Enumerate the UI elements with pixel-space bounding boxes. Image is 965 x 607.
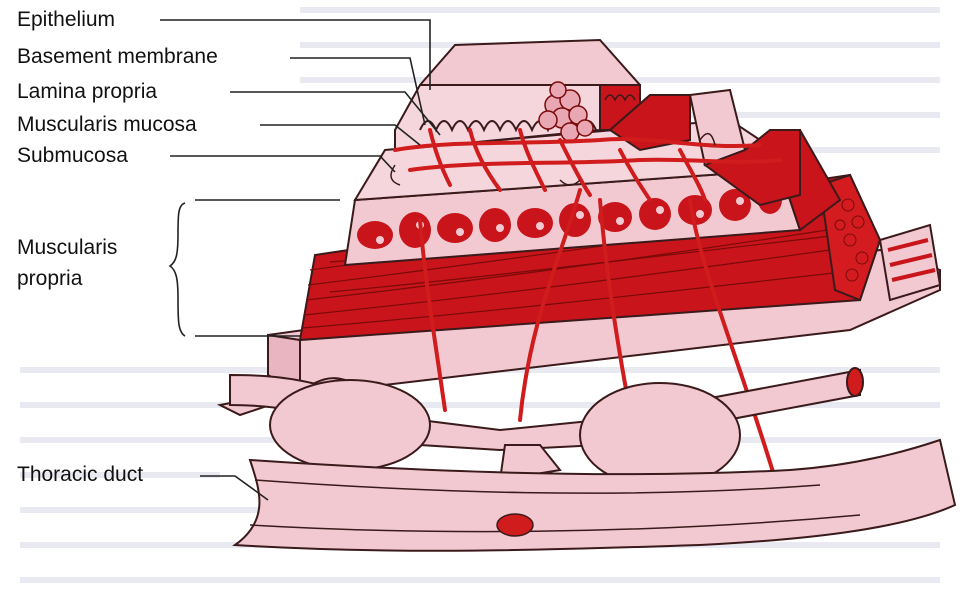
label-submucosa: Submucosa [17,143,128,169]
lymph-node-right [580,383,740,487]
label-thoracic-duct: Thoracic duct [17,462,143,488]
label-lamina-propria: Lamina propria [17,79,157,105]
label-basement-membrane: Basement membrane [17,44,218,70]
label-epithelium: Epithelium [17,7,115,33]
duct-opening [497,514,533,536]
lymph-node-left [270,380,430,470]
vessel-end-right [847,368,863,396]
label-muscularis-propria-line2: propria [17,266,82,292]
label-muscularis-mucosa: Muscularis mucosa [17,112,197,138]
label-muscularis-propria-line1: Muscularis [17,235,117,261]
